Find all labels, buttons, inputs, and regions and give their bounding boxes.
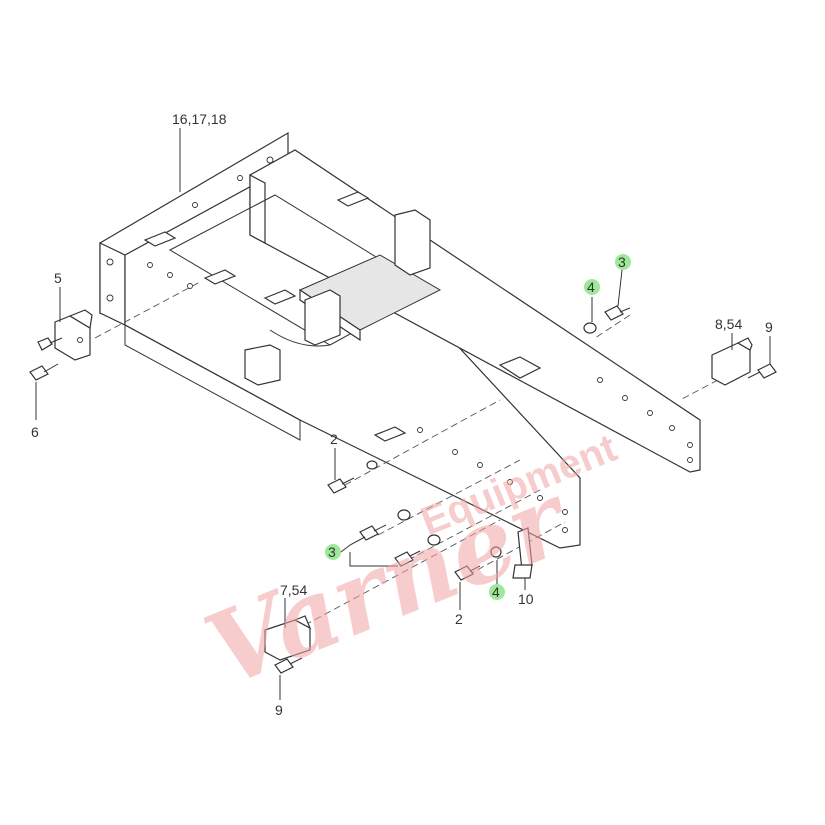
bracket-7-54 [264,615,312,661]
callout-10: 10 [518,591,534,607]
bracket-8-54 [711,337,753,386]
callout-2-mid: 2 [330,431,338,447]
callout-frame: 16,17,18 [172,111,227,127]
callout-6: 6 [31,424,39,440]
highlights [325,254,631,600]
leader-lines [35,128,771,700]
frame-assembly [99,131,701,549]
callout-8-54: 8,54 [715,316,742,332]
bracket-10 [512,527,533,579]
callout-2-low: 2 [455,611,463,627]
fasteners [29,305,777,674]
callout-3-top: 3 [618,254,626,270]
alignment-lines [94,281,719,626]
callout-4-low: 4 [492,584,500,600]
callout-4-top: 4 [587,279,595,295]
callout-labels: 16,17,18 5 6 4 3 8,54 9 2 3 2 4 10 7,54 … [31,111,773,718]
callout-9-low: 9 [275,702,283,718]
callout-9-right: 9 [765,319,773,335]
bracket-5 [54,309,93,361]
callout-5: 5 [54,270,62,286]
callout-7-54: 7,54 [280,582,307,598]
callout-3-low: 3 [328,544,336,560]
